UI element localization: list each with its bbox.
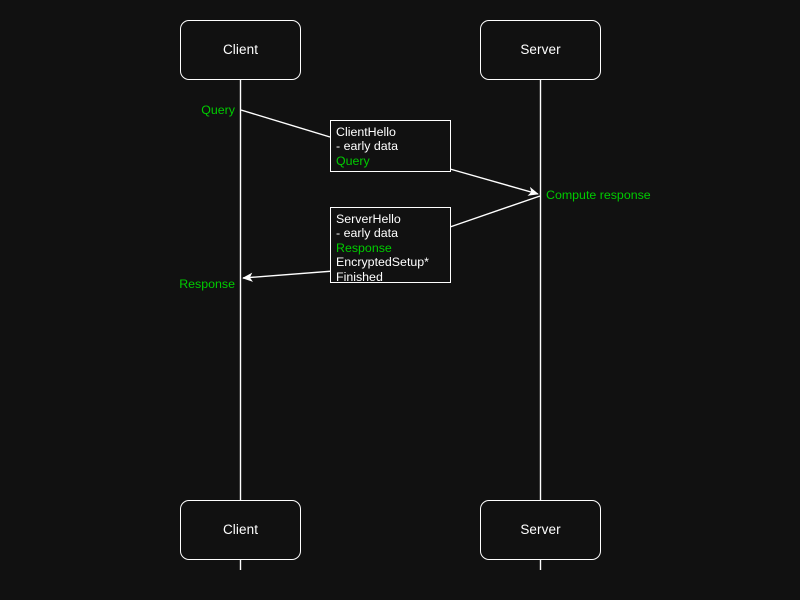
note-box-client-hello[interactable]: ClientHello - early data Query — [330, 120, 451, 172]
note-line-server-hello-encrypted-setup: EncryptedSetup* — [336, 255, 429, 270]
note-line-server-hello-response: Response — [336, 240, 392, 255]
note-line-client-hello-title: ClientHello — [336, 125, 396, 139]
label-compute-response: Compute response — [546, 188, 651, 202]
note-line-server-hello-early-data: - early data — [336, 226, 398, 241]
message-line-client-hello-to-server — [449, 168, 539, 196]
participant-box-server-top[interactable]: Server — [480, 20, 601, 80]
participant-label-server-top: Server — [520, 42, 561, 58]
participant-label-client-bottom: Client — [222, 522, 259, 538]
participant-label-server-bottom: Server — [520, 522, 561, 538]
note-box-server-hello[interactable]: ServerHello - early data Response Encryp… — [330, 207, 451, 284]
participant-box-server-bottom[interactable]: Server — [480, 500, 601, 560]
participant-box-client-bottom[interactable]: Client — [180, 500, 301, 560]
label-response: Response — [179, 277, 235, 291]
message-line-server-to-server-hello — [449, 195, 541, 228]
message-line-query-out — [240, 109, 331, 138]
participant-label-client-top: Client — [222, 42, 259, 58]
note-line-client-hello-early-data: - early data — [336, 139, 398, 154]
note-line-server-hello-title: ServerHello — [336, 212, 401, 226]
label-query: Query — [201, 103, 235, 117]
note-line-server-hello-finished: Finished — [336, 269, 383, 284]
participant-box-client-top[interactable]: Client — [180, 20, 301, 80]
note-line-client-hello-query: Query — [336, 153, 370, 168]
